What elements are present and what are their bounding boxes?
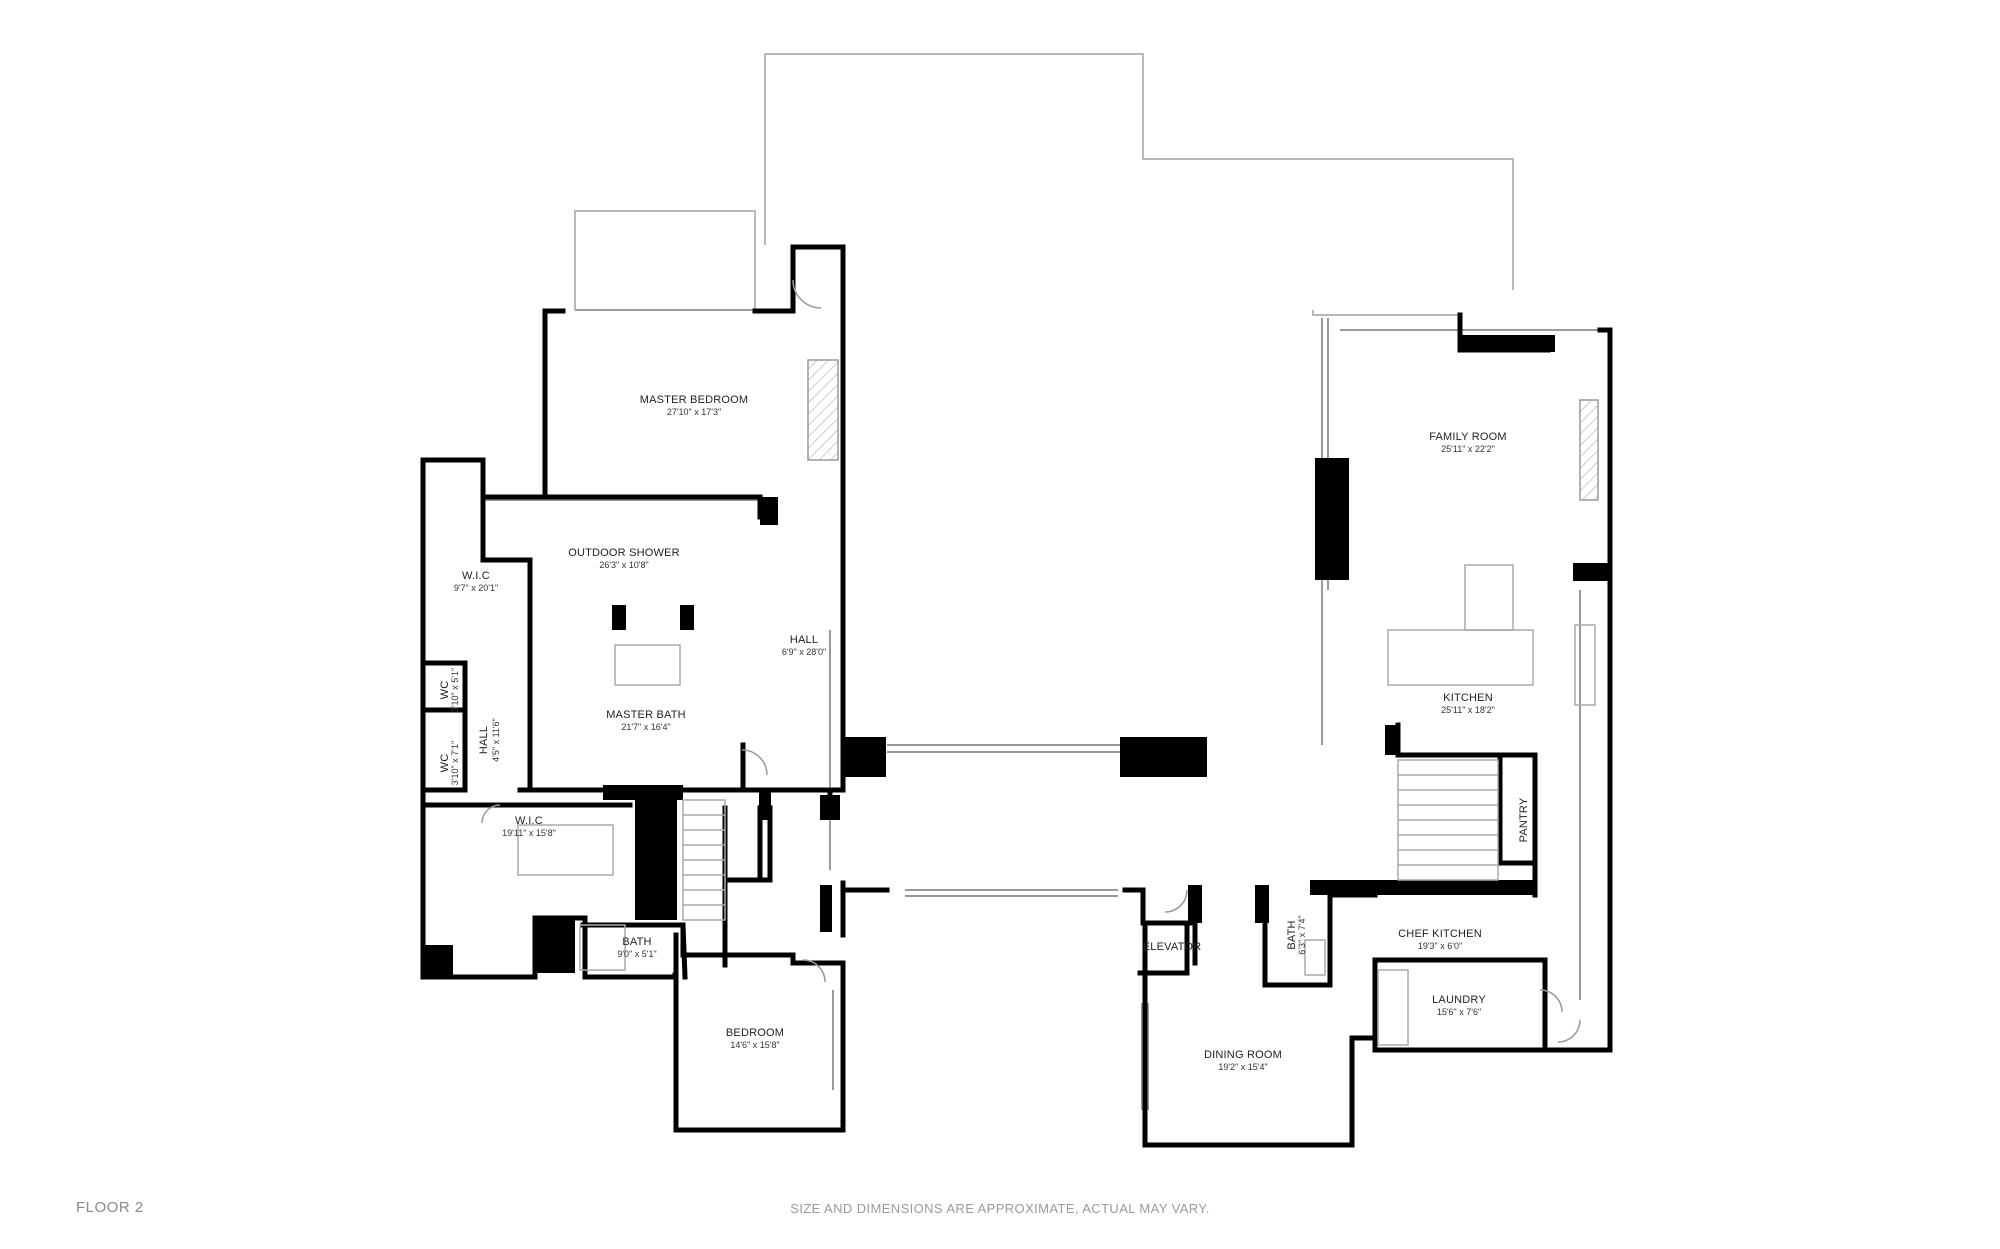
solid-blocks	[423, 335, 1610, 975]
room-labels: MASTER BEDROOM 27'10" x 17'3" OUTDOOR SH…	[439, 394, 1530, 1072]
doors	[481, 279, 1581, 1043]
room-name-family-room: FAMILY ROOM	[1429, 431, 1507, 443]
room-name-kitchen: KITCHEN	[1443, 692, 1493, 704]
room-dim-bath-left: 9'0" x 5'1"	[617, 949, 656, 959]
room-name-wc-lower: WC	[439, 754, 451, 773]
room-dim-hall-main: 6'9" x 28'0"	[782, 647, 826, 657]
room-dim-wic-upper: 9'7" x 20'1"	[454, 583, 498, 593]
room-dim-chef-kitchen: 19'3" x 6'0"	[1418, 941, 1462, 951]
room-name-bath-left: BATH	[622, 936, 651, 948]
room-name-hall-small: HALL	[478, 726, 490, 754]
room-dim-master-bath: 21'7" x 16'4"	[621, 722, 670, 732]
room-name-outdoor-shower: OUTDOOR SHOWER	[568, 547, 680, 559]
room-name-elevator: ELEVATOR	[1143, 941, 1201, 953]
room-name-bedroom: BEDROOM	[726, 1027, 784, 1039]
room-dim-outdoor-shower: 26'3" x 10'8"	[599, 560, 648, 570]
room-dim-dining-room: 19'2" x 15'4"	[1218, 1062, 1267, 1072]
floor-label: FLOOR 2	[76, 1199, 144, 1216]
room-name-hall-main: HALL	[790, 634, 818, 646]
room-name-chef-kitchen: CHEF KITCHEN	[1398, 928, 1482, 940]
fixtures	[517, 564, 1596, 1046]
room-dim-laundry: 15'6" x 7'6"	[1437, 1007, 1481, 1017]
room-dim-master-bedroom: 27'10" x 17'3"	[667, 407, 721, 417]
room-dim-family-room: 25'11" x 22'2"	[1441, 444, 1495, 454]
room-dim-wc-lower: 3'10" x 7'1"	[450, 741, 460, 785]
room-dim-bath-right: 6'3" x 7'4"	[1297, 915, 1307, 954]
room-name-bath-right: BATH	[1286, 920, 1298, 949]
room-name-dining-room: DINING ROOM	[1204, 1049, 1282, 1061]
disclaimer: SIZE AND DIMENSIONS ARE APPROXIMATE, ACT…	[790, 1201, 1210, 1216]
terrace-outline	[574, 53, 1514, 316]
room-name-wic-upper: W.I.C	[462, 570, 490, 582]
room-name-master-bath: MASTER BATH	[606, 709, 686, 721]
room-dim-hall-small: 4'5" x 11'6"	[491, 718, 501, 762]
room-name-laundry: LAUNDRY	[1432, 994, 1486, 1006]
room-dim-wc-upper: 3'10" x 5'1"	[450, 668, 460, 712]
room-name-wc-upper: WC	[439, 681, 451, 700]
room-name-wic-lower: W.I.C	[515, 815, 543, 827]
room-name-master-bedroom: MASTER BEDROOM	[640, 394, 749, 406]
room-dim-kitchen: 25'11" x 18'2"	[1441, 705, 1495, 715]
room-dim-bedroom: 14'6" x 15'8"	[730, 1040, 779, 1050]
room-dim-wic-lower: 19'11" x 15'8"	[502, 828, 556, 838]
fireplaces	[807, 359, 1599, 501]
walls	[420, 244, 1613, 1148]
room-name-pantry: PANTRY	[1518, 797, 1530, 842]
stairs	[682, 759, 1499, 921]
